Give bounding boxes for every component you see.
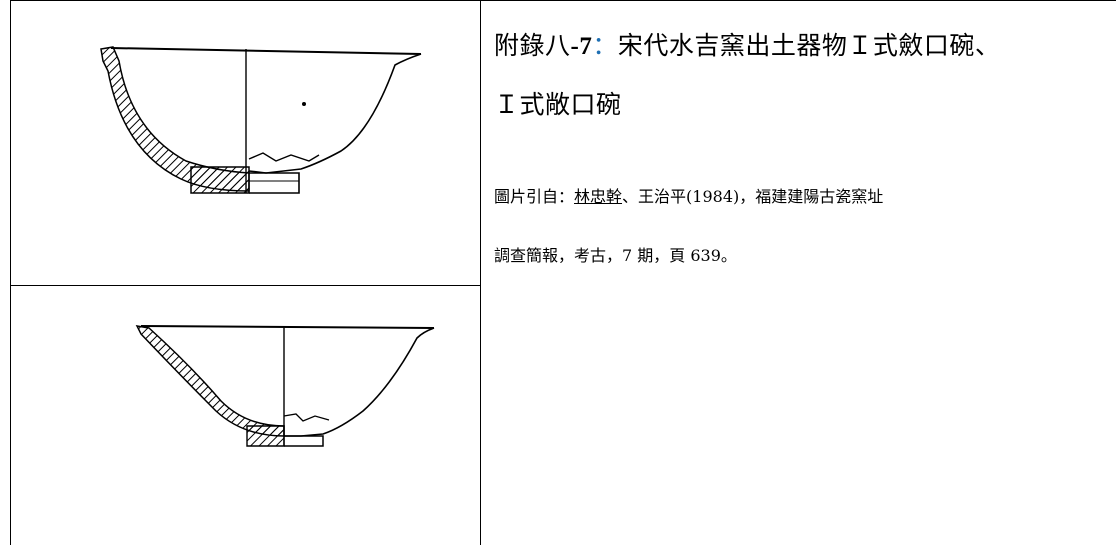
figure-cell-bottom — [10, 285, 481, 545]
figure-title: 附錄八-7：宋代水吉窯出土器物Ｉ式斂口碗、 Ｉ式敞口碗 — [494, 17, 1116, 134]
cite-line2: 調查簡報，考古，7 期，頁 639。 — [494, 246, 737, 265]
source-citation: 圖片引自：林忠幹、王治平(1984)，福建建陽古瓷窯址 調查簡報，考古，7 期，… — [494, 167, 1114, 285]
bowl-drawing-flared-mouth — [135, 325, 435, 447]
title-line2: Ｉ式敞口碗 — [494, 90, 622, 119]
bowl-drawing-closed-mouth — [100, 46, 422, 194]
cite-prefix: 圖片引自： — [494, 187, 575, 206]
caption-cell: 附錄八-7：宋代水吉窯出土器物Ｉ式斂口碗、 Ｉ式敞口碗 圖片引自：林忠幹、王治平… — [481, 0, 1116, 545]
title-number: -7 — [570, 33, 593, 60]
title-colon: ： — [592, 31, 618, 60]
appendix-table: 附錄八-7：宋代水吉窯出土器物Ｉ式斂口碗、 Ｉ式敞口碗 圖片引自：林忠幹、王治平… — [10, 0, 1116, 545]
cite-author-link[interactable]: 林忠幹 — [574, 187, 623, 206]
figure-cell-top — [10, 0, 481, 285]
title-prefix: 附錄八 — [494, 31, 571, 60]
title-line1: 宋代水吉窯出土器物Ｉ式斂口碗、 — [617, 31, 1001, 60]
cite-rest-line1: 、王治平(1984)，福建建陽古瓷窯址 — [622, 187, 884, 206]
